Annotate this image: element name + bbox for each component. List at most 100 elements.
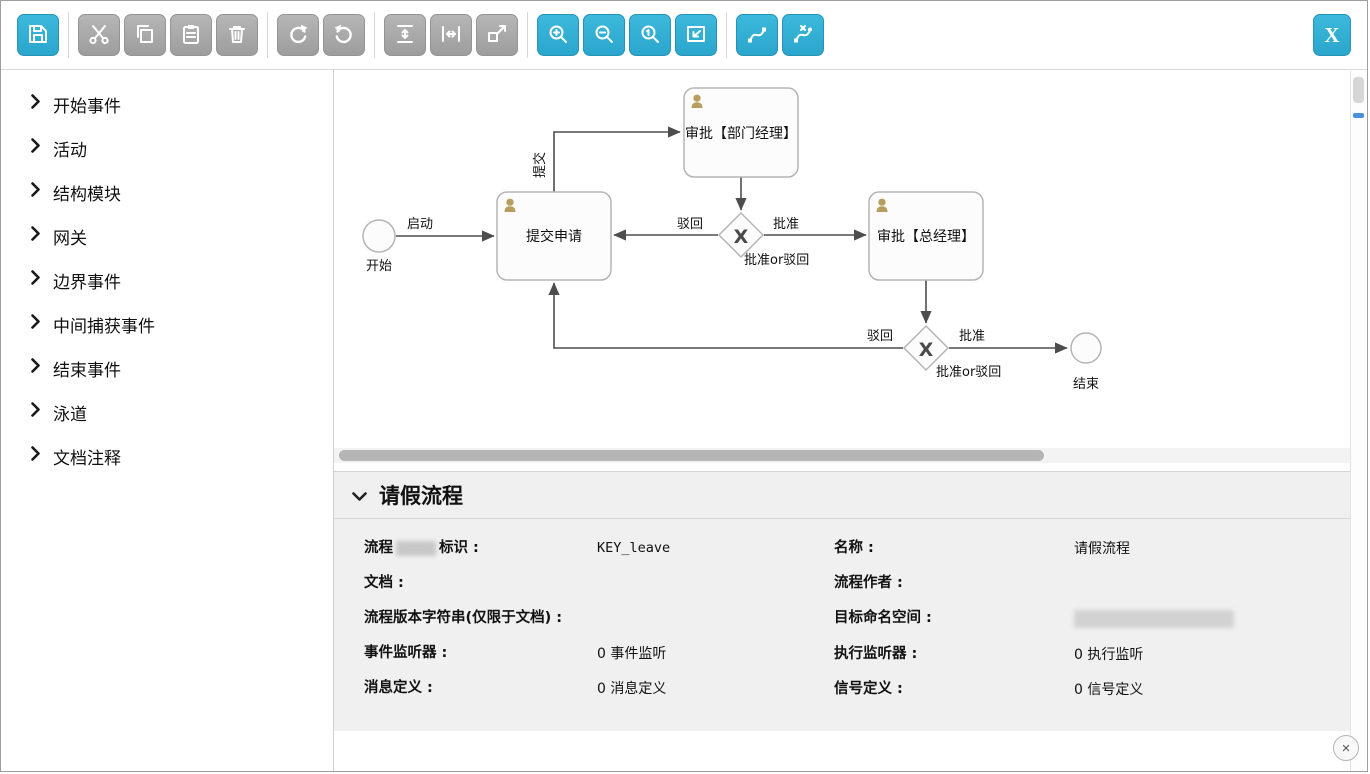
zoom-fit-icon: [684, 22, 708, 49]
palette-group-structural[interactable]: 结构模块: [1, 170, 333, 214]
delete-button[interactable]: [216, 14, 258, 56]
flow-submit-to-dept[interactable]: [553, 126, 681, 192]
canvas-horizontal-scrollbar[interactable]: [334, 448, 1365, 463]
property-row-author: 流程作者 :: [834, 573, 1345, 594]
task-submit-application[interactable]: 提交申请: [496, 191, 612, 281]
property-value[interactable]: 0 执行监听: [1074, 646, 1144, 663]
palette-group-start-events[interactable]: 开始事件: [1, 82, 333, 126]
palette-group-label: 结束事件: [53, 360, 121, 381]
redacted-patch: [396, 540, 436, 556]
start-event-label: 开始: [366, 259, 392, 274]
property-value[interactable]: 0 事件监听: [597, 646, 667, 663]
palette-group-annotation[interactable]: 文档注释: [1, 434, 333, 478]
gateway-x-mark: X: [734, 226, 749, 248]
palette-group-intermediate-events[interactable]: 中间捕获事件: [1, 302, 333, 346]
redo-icon: [286, 22, 310, 49]
scrollbar-thumb[interactable]: [339, 450, 1044, 461]
undo-icon: [332, 22, 356, 49]
page-vertical-scrollbar[interactable]: [1350, 71, 1367, 771]
palette-group-label: 泳道: [53, 404, 87, 425]
distribute-vertical-icon: [393, 22, 417, 49]
property-value[interactable]: 0 信号定义: [1074, 681, 1144, 698]
edit-flow-button[interactable]: [782, 14, 824, 56]
undo-button[interactable]: [323, 14, 365, 56]
chevron-right-icon: [31, 226, 40, 246]
flow-label-gw1-approve: 批准: [773, 217, 799, 232]
copy-icon: [133, 22, 157, 49]
toolbar-separator: [374, 12, 375, 58]
property-row-name: 名称 : 请假流程: [834, 538, 1345, 559]
trash-icon: [225, 22, 249, 49]
chevron-right-icon: [31, 358, 40, 378]
property-row-event-listeners: 事件监听器 : 0 事件监听: [364, 643, 834, 664]
distribute-vertical-button[interactable]: [384, 14, 426, 56]
property-label: 流程版本字符串(仅限于文档) :: [364, 610, 563, 627]
task-general-manager-approval[interactable]: 审批【总经理】: [868, 191, 984, 281]
property-value[interactable]: 0 消息定义: [597, 681, 667, 698]
toolbar-separator: [726, 12, 727, 58]
palette-group-label: 边界事件: [53, 272, 121, 293]
flow-gateway2-reject[interactable]: [548, 282, 903, 349]
chevron-right-icon: [31, 138, 40, 158]
property-label: 事件监听器 :: [364, 645, 448, 662]
zoom-fit-button[interactable]: [675, 14, 717, 56]
palette-group-end-events[interactable]: 结束事件: [1, 346, 333, 390]
property-row-documentation: 文档 :: [364, 573, 834, 594]
zoom-out-button[interactable]: [583, 14, 625, 56]
diagram-canvas[interactable]: 开始 启动 提交 提交申请: [334, 70, 1367, 448]
property-row-version-string: 流程版本字符串(仅限于文档) :: [364, 608, 834, 629]
edit-flow-icon: [791, 22, 815, 49]
user-task-icon: [691, 94, 703, 108]
palette-group-label: 文档注释: [53, 448, 121, 469]
exclusive-gateway-1[interactable]: X: [717, 211, 765, 259]
cut-button[interactable]: [78, 14, 120, 56]
property-label: 目标命名空间 :: [834, 610, 932, 627]
flow-label-launch: 启动: [407, 217, 433, 232]
property-label: 执行监听器 :: [834, 645, 918, 662]
redacted-patch: [1074, 610, 1234, 629]
property-label: 消息定义 :: [364, 680, 433, 697]
property-row-execution-listeners: 执行监听器 : 0 执行监听: [834, 644, 1345, 665]
zoom-actual-icon: [638, 22, 662, 49]
gateway2-caption: 批准or驳回: [936, 365, 1001, 380]
palette-group-boundary-events[interactable]: 边界事件: [1, 258, 333, 302]
palette-group-label: 结构模块: [53, 184, 121, 205]
exclusive-gateway-2[interactable]: X: [902, 324, 950, 372]
palette-group-label: 网关: [53, 228, 87, 249]
toolbar-separator: [267, 12, 268, 58]
property-label: 名称 :: [834, 540, 874, 556]
resize-button[interactable]: [476, 14, 518, 56]
properties-panel-header[interactable]: 请假流程: [334, 472, 1365, 519]
end-event-node[interactable]: [1070, 332, 1102, 364]
add-flow-button[interactable]: [736, 14, 778, 56]
distribute-horizontal-button[interactable]: [430, 14, 472, 56]
redo-button[interactable]: [277, 14, 319, 56]
save-button[interactable]: [17, 14, 59, 56]
property-row-process-key: 流程标识 : KEY_leave: [364, 538, 834, 559]
zoom-in-button[interactable]: [537, 14, 579, 56]
start-event-node[interactable]: [362, 219, 396, 253]
zoom-actual-button[interactable]: [629, 14, 671, 56]
chevron-right-icon: [31, 446, 40, 466]
gateway-x-mark: X: [919, 339, 934, 361]
property-value[interactable]: KEY_leave: [597, 540, 671, 556]
flow-label-submit-up: 提交: [532, 152, 548, 178]
paste-button[interactable]: [170, 14, 212, 56]
property-label: 流程标识 :: [364, 540, 479, 556]
close-page-button[interactable]: ×: [1333, 735, 1359, 761]
property-row-target-namespace: 目标命名空间 :: [834, 608, 1345, 629]
palette-group-activities[interactable]: 活动: [1, 126, 333, 170]
palette-group-swimlanes[interactable]: 泳道: [1, 390, 333, 434]
chevron-right-icon: [31, 182, 40, 202]
process-title: 请假流程: [379, 484, 463, 508]
distribute-horizontal-icon: [439, 22, 463, 49]
property-value[interactable]: 请假流程: [1074, 541, 1130, 557]
task-dept-manager-approval[interactable]: 审批【部门经理】: [683, 87, 799, 178]
copy-button[interactable]: [124, 14, 166, 56]
palette-group-label: 开始事件: [53, 96, 121, 117]
export-x-button[interactable]: X: [1313, 14, 1351, 56]
task-submit-label: 提交申请: [526, 228, 582, 245]
scrollbar-thumb[interactable]: [1353, 77, 1364, 103]
property-value[interactable]: [1074, 608, 1234, 629]
palette-group-gateways[interactable]: 网关: [1, 214, 333, 258]
